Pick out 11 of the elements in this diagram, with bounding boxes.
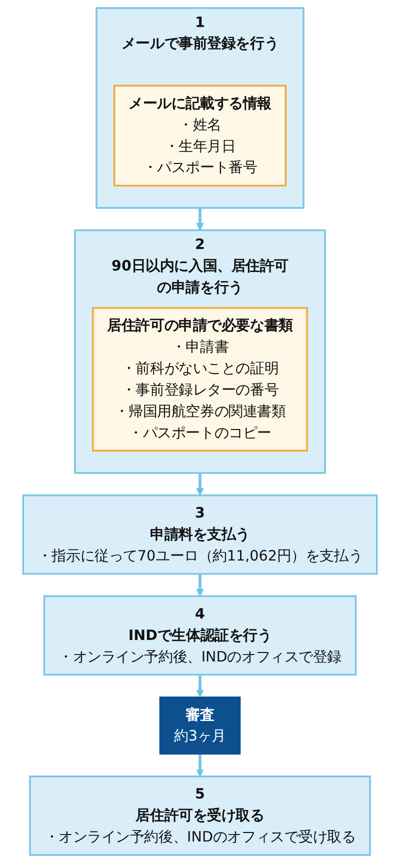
node-box: 3 申請料を支払う ・指示に従って70ユーロ（約11,062円）を支払う [22, 494, 378, 575]
arrow [196, 754, 204, 777]
node-box: 居住許可の申請で必要な書類 ・申請書 ・前科がないことの証明 ・事前登録レターの番号 ・帰国用航空券の関連書類 ・パスポートのコピー [92, 307, 308, 452]
arrow [196, 574, 204, 597]
arrow [196, 674, 204, 698]
arrow [196, 208, 204, 231]
node-box: メールに記載する情報 ・姓名 ・生年月日 ・パスポート番号 [113, 84, 287, 187]
node-box: 4 INDで生体認証を行う ・オンライン予約後、INDのオフィスで登録 [43, 595, 357, 676]
node-box: 審査 約3ヶ月 [159, 696, 241, 755]
node-box: 5 居住許可を受け取る ・オンライン予約後、INDのオフィスで受け取る [29, 776, 371, 856]
arrow [196, 473, 204, 496]
